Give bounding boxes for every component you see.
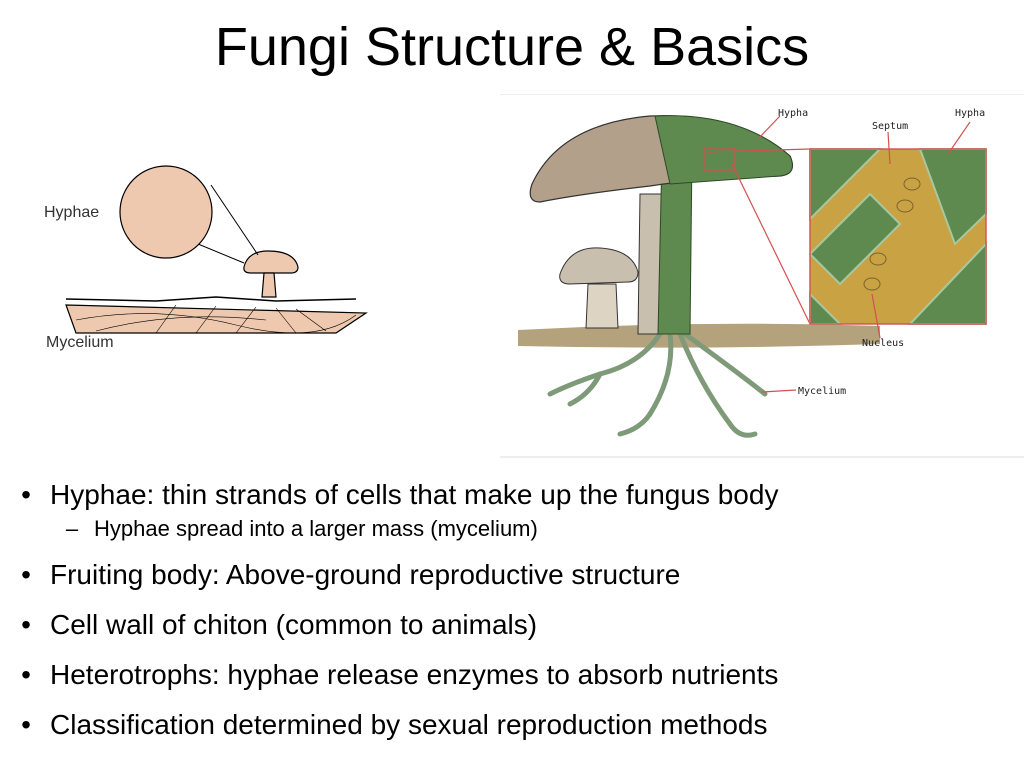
nucleus-label: Nucleus [862,338,904,349]
bullet-list: • Hyphae: thin strands of cells that make… [14,478,1014,758]
bullet-text: Classification determined by sexual repr… [50,709,768,740]
hyphae-magnified-circle [119,165,213,259]
mycelium-label-right: Mycelium [798,386,846,397]
bullet-text: Fruiting body: Above-ground reproductive… [50,559,681,590]
hypha-cell-inset [808,148,987,325]
bullet-marker: • [21,609,31,640]
bullet-text: Hyphae: thin strands of cells that make … [50,479,779,510]
bullet-item: • Cell wall of chiton (common to animals) [14,608,1014,642]
bullet-item: • Classification determined by sexual rep… [14,708,1014,742]
hypha-label-2: Hypha [955,108,985,119]
mycelium-label: Mycelium [46,334,114,351]
sub-bullet-marker: – [65,516,79,541]
soil-layer [518,323,880,348]
bullet-marker: • [21,479,31,510]
septum-label: Septum [872,121,908,132]
small-mushroom-cap [559,247,639,285]
bullet-marker: • [21,659,31,690]
hyphae-mycelium-diagram: Hyphae Mycelium [44,165,368,351]
bullet-item: • Fruiting body: Above-ground reproductiv… [14,558,1014,592]
bullet-text: Cell wall of chiton (common to animals) [50,609,538,640]
bullet-text: Heterotrophs: hyphae release enzymes to … [50,659,779,690]
bullet-item: • Heterotrophs: hyphae release enzymes to… [14,658,1014,692]
mushroom-cap [243,250,299,274]
bullet-marker: • [21,559,31,590]
hyphae-label: Hyphae [44,204,99,221]
bullet-marker: • [21,709,31,740]
sub-bullet-text: Hyphae spread into a larger mass (myceli… [94,516,538,541]
sub-bullet-item: –Hyphae spread into a larger mass (mycel… [14,516,1014,542]
hypha-label-1: Hypha [778,108,808,119]
bullet-item: • Hyphae: thin strands of cells that make… [14,478,1014,512]
mycelium-mat [65,304,368,334]
small-mushroom-stalk [585,283,619,329]
fungus-anatomy-diagram: Hypha Septum Hypha Nucleus Mycelium [500,94,1024,458]
mushroom-stalk [261,272,277,298]
ground-line [65,296,357,302]
slide-title: Fungi Structure & Basics [214,17,810,77]
mycelium-roots [547,331,768,438]
